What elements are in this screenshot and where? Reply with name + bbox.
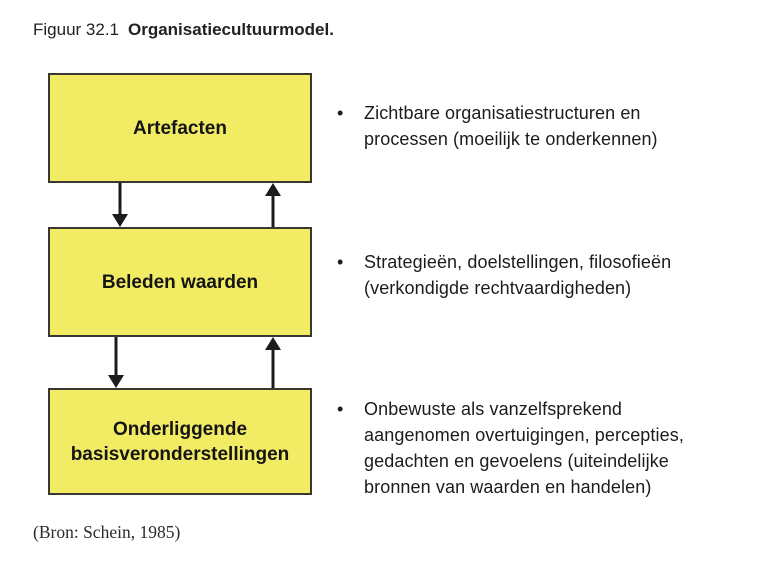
arrow-down-icon: [108, 337, 124, 388]
bullet-text: Onbewuste als vanzelfsprekend aangenomen…: [364, 396, 684, 500]
bullet-line: gedachten en gevoelens (uiteindelijke: [364, 451, 669, 471]
arrow-pair-2: [108, 337, 281, 388]
arrow-pair-1: [112, 183, 281, 227]
box-artefacten: Artefacten: [48, 73, 312, 183]
figure-label: Figuur 32.1: [33, 20, 119, 39]
bullet-line: Zichtbare organisatiestructuren en: [364, 103, 641, 123]
figure-name: Organisatiecultuurmodel.: [128, 20, 334, 39]
bullet-icon: •: [337, 252, 344, 272]
bullet-item-artefacten: • Zichtbare organisatiestructuren en pro…: [337, 100, 757, 152]
source-citation: (Bron: Schein, 1985): [33, 522, 181, 542]
box-onderliggende-basisveronderstellingen: Onderliggende basisveronderstellingen: [48, 388, 312, 495]
bullet-line: Onbewuste als vanzelfsprekend: [364, 399, 623, 419]
bullet-line: aangenomen overtuigingen, percepties,: [364, 425, 684, 445]
arrow-up-icon: [265, 183, 281, 227]
bullet-text: Zichtbare organisatiestructuren en proce…: [364, 100, 658, 152]
arrow-up-icon: [265, 337, 281, 388]
bullet-icon: •: [337, 399, 344, 419]
bullet-item-basisveronderstellingen: • Onbewuste als vanzelfsprekend aangenom…: [337, 396, 757, 500]
figure-title: Figuur 32.1 Organisatiecultuurmodel.: [33, 19, 334, 41]
box-label: Onderliggende basisveronderstellingen: [70, 418, 290, 465]
bullet-line: (verkondigde rechtvaardigheden): [364, 278, 632, 298]
bullet-item-beleden-waarden: • Strategieën, doelstellingen, filosofie…: [337, 249, 757, 301]
box-label: Artefacten: [133, 117, 227, 139]
bullet-text: Strategieën, doelstellingen, filosofieën…: [364, 249, 671, 301]
box-label: Beleden waarden: [101, 271, 259, 293]
bullet-line: bronnen van waarden en handelen): [364, 477, 652, 497]
box-beleden-waarden: Beleden waarden: [48, 227, 312, 337]
arrow-down-icon: [112, 183, 128, 227]
bullet-line: processen (moeilijk te onderkennen): [364, 129, 658, 149]
bullet-icon: •: [337, 103, 344, 123]
bullet-line: Strategieën, doelstellingen, filosofieën: [364, 252, 672, 272]
